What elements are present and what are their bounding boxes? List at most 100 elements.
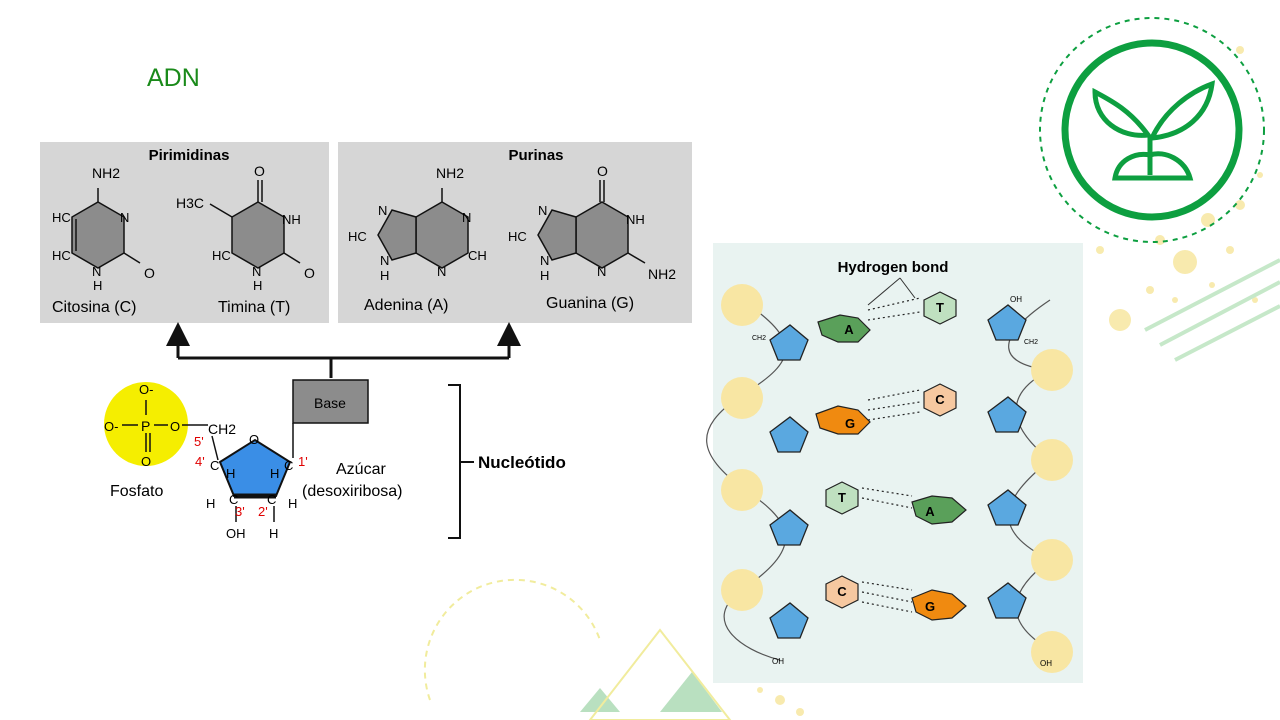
svg-text:N: N: [437, 264, 446, 279]
svg-text:N: N: [378, 203, 387, 218]
decor-triangles: [423, 578, 732, 720]
purines-panel: Purinas NH2 N N HC CH N H N Adenina (A) …: [338, 142, 692, 323]
nucleotide-label: Nucleótido: [478, 453, 566, 472]
svg-text:H: H: [380, 268, 389, 283]
svg-text:NH: NH: [626, 212, 645, 227]
svg-text:H: H: [269, 526, 278, 541]
base-pair-4: C G: [825, 575, 967, 621]
svg-text:N: N: [92, 264, 101, 279]
svg-text:O: O: [144, 265, 155, 281]
cytosine-structure: NH2 N HC HC N H O Citosina (C): [52, 165, 155, 316]
adenine-structure: NH2 N N HC CH N H N Adenina (A): [348, 165, 487, 314]
pyrimidines-panel: Pirimidinas NH2 N HC HC N H O Citosina (…: [40, 142, 329, 323]
svg-text:H: H: [206, 496, 215, 511]
svg-text:P: P: [141, 418, 150, 434]
svg-text:N: N: [462, 210, 471, 225]
svg-text:C: C: [229, 492, 238, 507]
svg-text:H: H: [270, 466, 279, 481]
adenine-label: Adenina (A): [364, 297, 449, 314]
svg-text:1': 1': [298, 454, 308, 469]
helix-sugars: [769, 304, 1027, 639]
svg-text:T: T: [838, 490, 846, 505]
svg-text:HC: HC: [212, 248, 231, 263]
nucleotide-bracket: Nucleótido: [448, 384, 566, 539]
svg-text:OH: OH: [1010, 295, 1022, 304]
svg-text:H: H: [226, 466, 235, 481]
svg-text:A: A: [925, 504, 935, 519]
svg-text:N: N: [120, 210, 129, 225]
svg-text:5': 5': [194, 434, 204, 449]
svg-text:G: G: [845, 416, 855, 431]
svg-text:O-: O-: [104, 419, 118, 434]
svg-text:CH: CH: [468, 248, 487, 263]
svg-text:HC: HC: [52, 248, 71, 263]
svg-text:A: A: [844, 322, 854, 337]
svg-text:O: O: [141, 454, 151, 469]
slide-title: ADN: [147, 64, 200, 92]
pyrimidines-title: Pirimidinas: [149, 147, 230, 164]
svg-text:OH: OH: [226, 526, 246, 541]
decor-dots: [757, 46, 1263, 716]
svg-text:CH2: CH2: [752, 335, 766, 342]
svg-text:G: G: [925, 599, 935, 614]
helix-hbonds: [861, 297, 921, 613]
svg-text:OH: OH: [772, 657, 784, 666]
svg-text:N: N: [252, 264, 261, 279]
svg-text:NH: NH: [282, 212, 301, 227]
svg-text:H: H: [93, 278, 102, 293]
svg-text:C: C: [837, 584, 847, 599]
svg-text:2': 2': [258, 504, 268, 519]
svg-text:H: H: [253, 278, 262, 293]
phosphate-group: P O- O- O O Fosfato: [104, 382, 208, 500]
svg-text:H3C: H3C: [176, 195, 204, 211]
phosphate-label: Fosfato: [110, 483, 163, 500]
svg-text:O-: O-: [139, 382, 153, 397]
svg-text:O: O: [597, 163, 608, 179]
base-pair-1: A T: [817, 291, 957, 343]
svg-text:HC: HC: [508, 229, 527, 244]
svg-text:N: N: [597, 264, 606, 279]
deoxyribose-sugar: CH2 O H H H H C C C C OH H 5' 4' 3' 2' 1…: [194, 421, 402, 541]
cytosine-label: Citosina (C): [52, 299, 136, 316]
svg-text:H: H: [288, 496, 297, 511]
purines-title: Purinas: [508, 147, 563, 164]
svg-text:CH2: CH2: [208, 421, 236, 437]
svg-text:O: O: [304, 265, 315, 281]
svg-text:C: C: [284, 458, 293, 473]
svg-text:Base: Base: [314, 395, 346, 411]
svg-text:N: N: [540, 253, 549, 268]
svg-text:O: O: [170, 419, 180, 434]
base-box: Base: [292, 379, 369, 458]
thymine-label: Timina (T): [218, 299, 290, 316]
svg-text:HC: HC: [52, 210, 71, 225]
svg-text:C: C: [935, 392, 945, 407]
decor-lines: [1144, 258, 1280, 362]
svg-text:C: C: [210, 458, 219, 473]
svg-text:T: T: [936, 300, 944, 315]
hydrogen-bond-title: Hydrogen bond: [838, 259, 949, 276]
helix-phosphates: [721, 284, 1073, 673]
thymine-structure: O H3C NH HC N H O Timina (T): [176, 163, 315, 316]
svg-text:HC: HC: [348, 229, 367, 244]
svg-text:C: C: [267, 492, 276, 507]
base-pair-2: G C: [815, 383, 957, 435]
svg-text:N: N: [538, 203, 547, 218]
sugar-sublabel: (desoxiribosa): [302, 483, 402, 500]
svg-text:NH2: NH2: [436, 165, 464, 181]
svg-text:H: H: [540, 268, 549, 283]
svg-text:4': 4': [195, 454, 205, 469]
plant-sprout-icon: [1039, 17, 1265, 243]
base-pair-3: T A: [825, 481, 967, 525]
svg-text:NH2: NH2: [648, 266, 676, 282]
svg-text:O: O: [254, 163, 265, 179]
svg-text:NH2: NH2: [92, 165, 120, 181]
svg-text:OH: OH: [1040, 659, 1052, 668]
svg-text:O: O: [249, 432, 259, 447]
sugar-label: Azúcar: [336, 461, 386, 478]
svg-text:CH2: CH2: [1024, 339, 1038, 346]
guanine-structure: O N NH HC N H N NH2 Guanina (G): [508, 163, 676, 312]
guanine-label: Guanina (G): [546, 295, 634, 312]
